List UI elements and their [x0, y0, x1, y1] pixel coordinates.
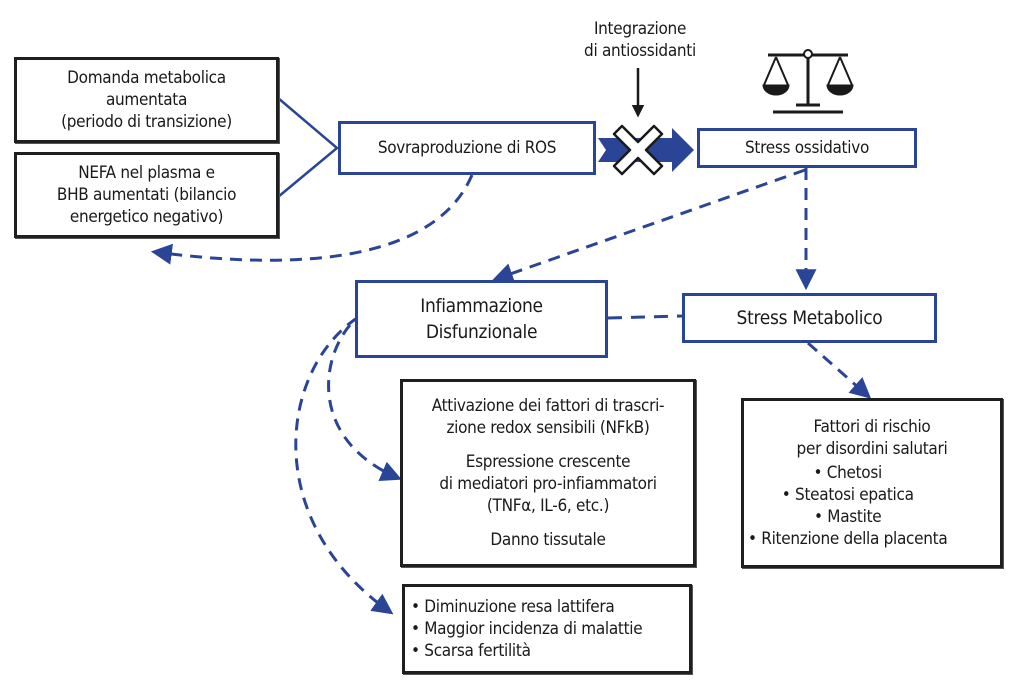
node-attivazione-fattori: Attivazione dei fattori di trascri- zion…: [400, 379, 696, 567]
node-infiammazione-disfunzionale: Infiammazione Disfunzionale: [355, 280, 608, 358]
node-stress-metabolico: Stress Metabolico: [682, 293, 937, 343]
dashed-arrow-infiammazione-to-conseguenze: [294, 316, 394, 615]
antioxidant-label: Integrazione di antiossidanti: [584, 19, 696, 61]
dashed-arrow-metabolico-to-rischio: [807, 341, 872, 399]
node-domanda-metabolica: Domanda metabolica aumentata (periodo di…: [14, 57, 279, 143]
node-fattori-rischio: Fattori di rischio per disordini salutar…: [741, 398, 1003, 568]
consequence-item: • Diminuzione resa lattifera: [411, 597, 615, 617]
risk-item: • Mastite: [814, 507, 882, 527]
x-block-icon: [612, 124, 664, 176]
risk-item: • Ritenzione della placenta: [748, 529, 948, 549]
node-nefa-bhb: NEFA nel plasma e BHB aumentati (bilanci…: [14, 152, 279, 238]
node-conseguenze: • Diminuzione resa lattifera • Maggior i…: [402, 584, 692, 674]
consequence-item: • Maggior incidenza di malattie: [411, 619, 643, 639]
converging-lines: [277, 97, 339, 198]
risk-item: • Steatosi epatica: [781, 485, 914, 505]
dashed-link-infiammazione-metabolico: [607, 314, 684, 320]
consequence-item: • Scarsa fertilità: [411, 641, 531, 661]
node-stress-ossidativo: Stress ossidativo: [697, 128, 917, 168]
risk-item: • Chetosi: [813, 463, 882, 483]
scales-icon: [762, 49, 854, 114]
node-sovraproduzione-ros: Sovraproduzione di ROS: [338, 121, 596, 175]
dashed-arrow-stress-to-infiammazione: [492, 168, 806, 284]
dashed-arrow-infiammazione-to-attivazione: [327, 324, 402, 481]
dashed-arrow-ros-to-inputs: [150, 174, 474, 265]
